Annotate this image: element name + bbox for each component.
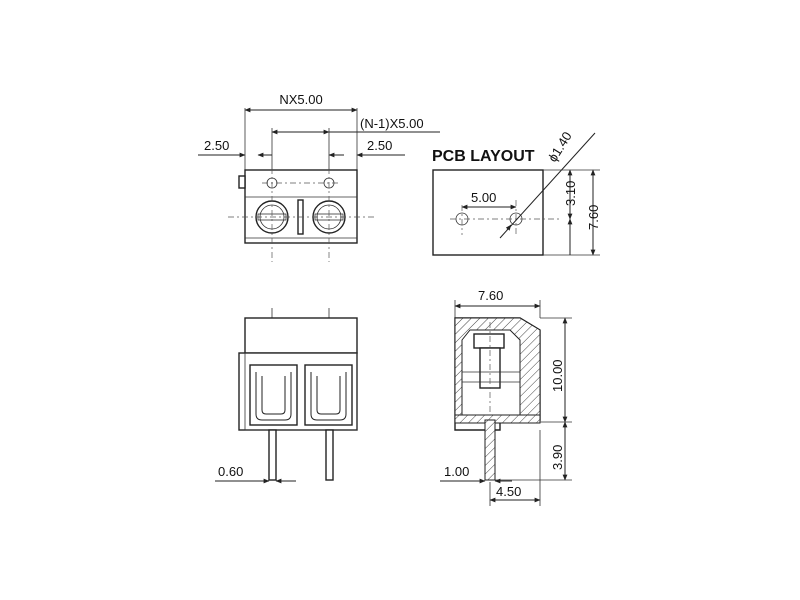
front-view-top [244,317,358,354]
edge-right-label: 2.50 [367,138,392,153]
top-view: NX5.00 (N-1)X5.00 2.50 2.50 [198,92,440,262]
pin [268,429,277,481]
terminal-cage [249,364,298,426]
pcb-depth-label: 7.60 [586,205,601,230]
hole-dia-label: ϕ1.40 [545,129,575,165]
side-view: 7.60 10.00 3.90 1.00 4.50 [440,288,572,506]
pin-width-side-label: 1.00 [444,464,469,479]
n1-pitch-label: (N-1)X5.00 [360,116,424,131]
terminal-cage [304,364,353,426]
pin [325,429,334,481]
pcb-layout-title: PCB LAYOUT [432,148,535,165]
screw-side [473,333,505,349]
side-height-label: 10.00 [550,359,565,392]
pcb-pitch-label: 5.00 [471,190,496,205]
side-width-label: 7.60 [478,288,503,303]
top-view-latch [238,175,246,189]
side-pin [484,419,496,481]
edge-left-label: 2.50 [204,138,229,153]
pin-width-front-label: 0.60 [218,464,243,479]
pcb-footprint [432,169,544,256]
pin-offset-label: 4.50 [496,484,521,499]
pin-length-label: 3.90 [550,445,565,470]
nx-pitch-label: NX5.00 [279,92,322,107]
pcb-layout-view: PCB LAYOUT 5.00 ϕ1.40 3.10 7.60 [432,129,601,256]
hole-dia-leader [499,132,596,239]
front-view: 0.60 [215,308,358,484]
pcb-row-offset-label: 3.10 [563,181,578,206]
